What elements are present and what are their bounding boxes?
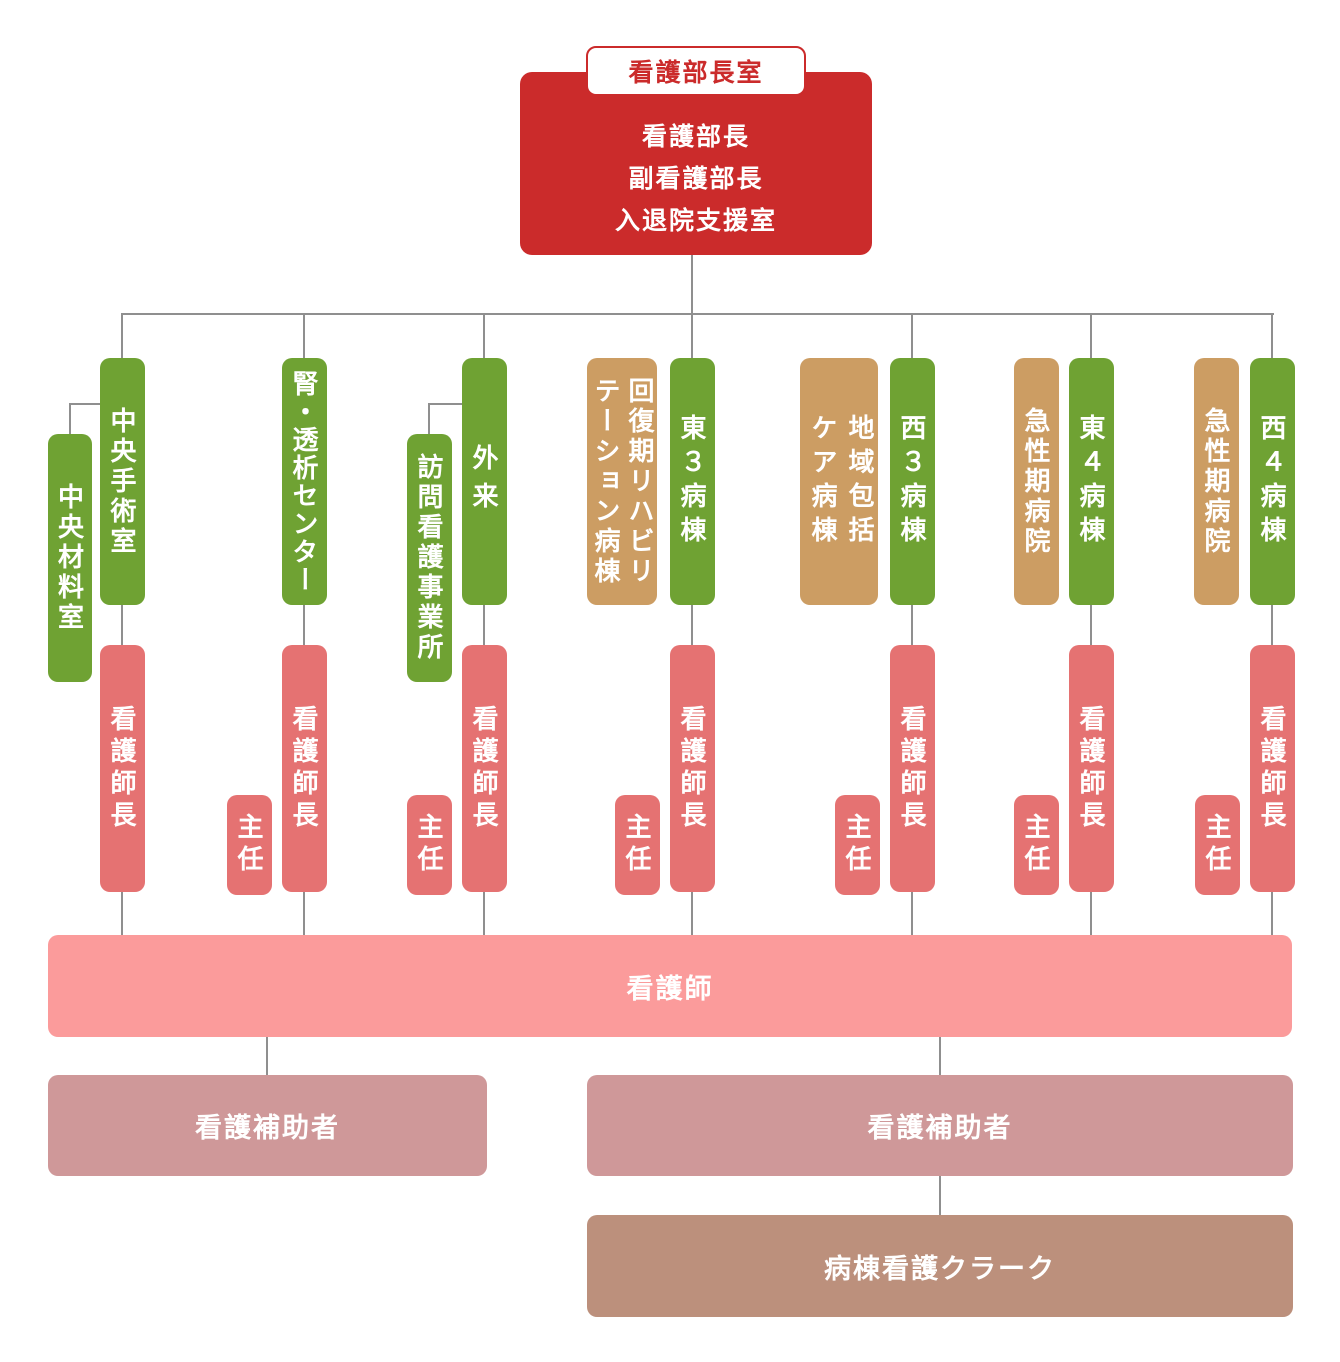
head-nurse-box: 看護師長 (670, 645, 715, 892)
root-office-label: 看護部長室 (586, 46, 806, 96)
dept-outpatient-box: 外来 (462, 358, 507, 605)
dept-rehab-ward-box: 回復期リハビリテーション病棟 (587, 358, 657, 605)
root-member-line: 副看護部長 (628, 164, 764, 193)
connector-drop (911, 605, 913, 645)
connector-drop (303, 892, 305, 935)
chief-box: 主任 (407, 795, 452, 895)
dept-acute-hospital-box: 急性期病院 (1194, 358, 1239, 605)
connector-drop (691, 892, 693, 935)
connector-drop (483, 313, 485, 358)
connector-drop (1090, 892, 1092, 935)
chief-box: 主任 (1014, 795, 1059, 895)
connector-drop (303, 605, 305, 645)
connector-drop (483, 892, 485, 935)
head-nurse-box: 看護師長 (1069, 645, 1114, 892)
connector-drop (121, 605, 123, 645)
connector-drop (303, 313, 305, 358)
connector-drop (121, 892, 123, 935)
connector-elbow (70, 403, 100, 405)
connector-elbow (428, 403, 430, 434)
chief-box: 主任 (615, 795, 660, 895)
dept-renal-dialysis-box: 腎・透析センター (282, 358, 327, 605)
connector-elbow (69, 403, 71, 434)
dept-central-materials-box: 中央材料室 (48, 434, 92, 682)
connector-drop (121, 313, 123, 358)
connector-root-drop (691, 255, 693, 314)
connector-elbow (429, 403, 462, 405)
dept-east4-ward-box: 東４病棟 (1069, 358, 1114, 605)
connector-drop (911, 313, 913, 358)
root-member-line: 入退院支援室 (614, 206, 777, 235)
connector-drop (1090, 605, 1092, 645)
head-nurse-box: 看護師長 (100, 645, 145, 892)
connector-drop (691, 605, 693, 645)
dept-central-operating-box: 中央手術室 (100, 358, 145, 605)
dept-west3-ward-box: 西３病棟 (890, 358, 935, 605)
dept-community-care-ward-box: 地域包括ケア病棟 (800, 358, 878, 605)
dept-west4-ward-box: 西４病棟 (1250, 358, 1295, 605)
head-nurse-box: 看護師長 (1250, 645, 1295, 892)
head-nurse-box: 看護師長 (890, 645, 935, 892)
nursing-assistant-box-right: 看護補助者 (587, 1075, 1293, 1176)
connector-drop (939, 1176, 941, 1215)
dept-visiting-nursing-box: 訪問看護事業所 (407, 434, 452, 682)
ward-clerk-box: 病棟看護クラーク (587, 1215, 1293, 1317)
dept-east3-ward-box: 東３病棟 (670, 358, 715, 605)
connector-drop (1090, 313, 1092, 358)
nurse-bar: 看護師 (48, 935, 1292, 1037)
connector-drop (266, 1037, 268, 1075)
connector-drop (1271, 605, 1273, 645)
chief-box: 主任 (227, 795, 272, 895)
root-member-line: 看護部長 (641, 122, 750, 151)
connector-drop (483, 605, 485, 645)
connector-distribution-line (121, 313, 1274, 315)
head-nurse-box: 看護師長 (282, 645, 327, 892)
chief-box: 主任 (1195, 795, 1240, 895)
dept-acute-hospital-box: 急性期病院 (1014, 358, 1059, 605)
root-office-box: 看護部長 副看護部長 入退院支援室 (520, 72, 872, 255)
connector-drop (691, 313, 693, 358)
connector-drop (911, 892, 913, 935)
nursing-assistant-box-left: 看護補助者 (48, 1075, 487, 1176)
connector-drop (1271, 892, 1273, 935)
head-nurse-box: 看護師長 (462, 645, 507, 892)
connector-drop (939, 1037, 941, 1075)
chief-box: 主任 (835, 795, 880, 895)
connector-drop (1271, 313, 1273, 358)
